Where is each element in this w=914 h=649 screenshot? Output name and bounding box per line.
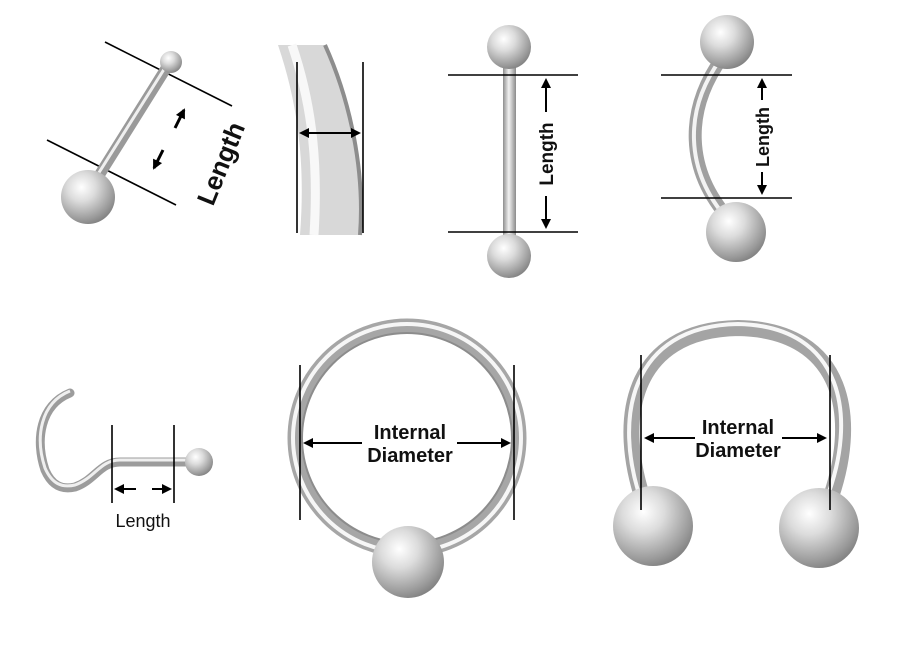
- curved-barbell-ball-top: [700, 15, 754, 69]
- diameter-label: Diameter: [367, 445, 453, 467]
- diagram-straight-barbell-vertical: Length: [448, 25, 578, 278]
- diameter-label: Diameter: [695, 440, 781, 462]
- barbell-ball-top: [160, 51, 182, 73]
- diagram-circular-barbell: Internal Diameter: [613, 319, 859, 568]
- horseshoe-ball-right: [779, 488, 859, 568]
- diagram-nose-screw: Length: [35, 388, 213, 531]
- ring-bead: [372, 526, 444, 598]
- length-label: Length: [115, 511, 170, 531]
- length-arrow-down: [152, 149, 165, 170]
- diagram-gauge-thickness: [278, 43, 364, 236]
- length-label: Length: [537, 122, 558, 185]
- barbell-vertical-ball-top: [487, 25, 531, 69]
- curved-barbell-ball-bottom: [706, 202, 766, 262]
- barbell-vertical-ball-bottom: [487, 234, 531, 278]
- nose-screw-wire-highlight: [38, 389, 193, 488]
- barbell-vertical-rod: [503, 55, 516, 255]
- nose-screw-wire: [35, 388, 200, 493]
- barbell-ball-bottom: [61, 170, 115, 224]
- measure-line-bottom: [46, 139, 177, 206]
- barbell-rod-highlight: [86, 62, 170, 191]
- horseshoe-ball-left: [613, 486, 693, 566]
- length-label: Length: [191, 118, 251, 210]
- internal-label: Internal: [702, 417, 774, 439]
- wire-closeup-highlight: [287, 43, 320, 236]
- horseshoe-highlight: [627, 321, 844, 501]
- length-arrow-up: [173, 108, 186, 129]
- curved-barbell-highlight: [692, 58, 730, 222]
- nose-screw-ball: [185, 448, 213, 476]
- diagram-straight-barbell-angled: Length: [46, 41, 251, 224]
- wire-closeup-body: [278, 45, 361, 235]
- diagram-curved-barbell: Length: [661, 15, 792, 262]
- diagram-captive-bead-ring: Internal Diameter: [287, 318, 527, 598]
- internal-label: Internal: [374, 422, 446, 444]
- length-label: Length: [753, 107, 773, 167]
